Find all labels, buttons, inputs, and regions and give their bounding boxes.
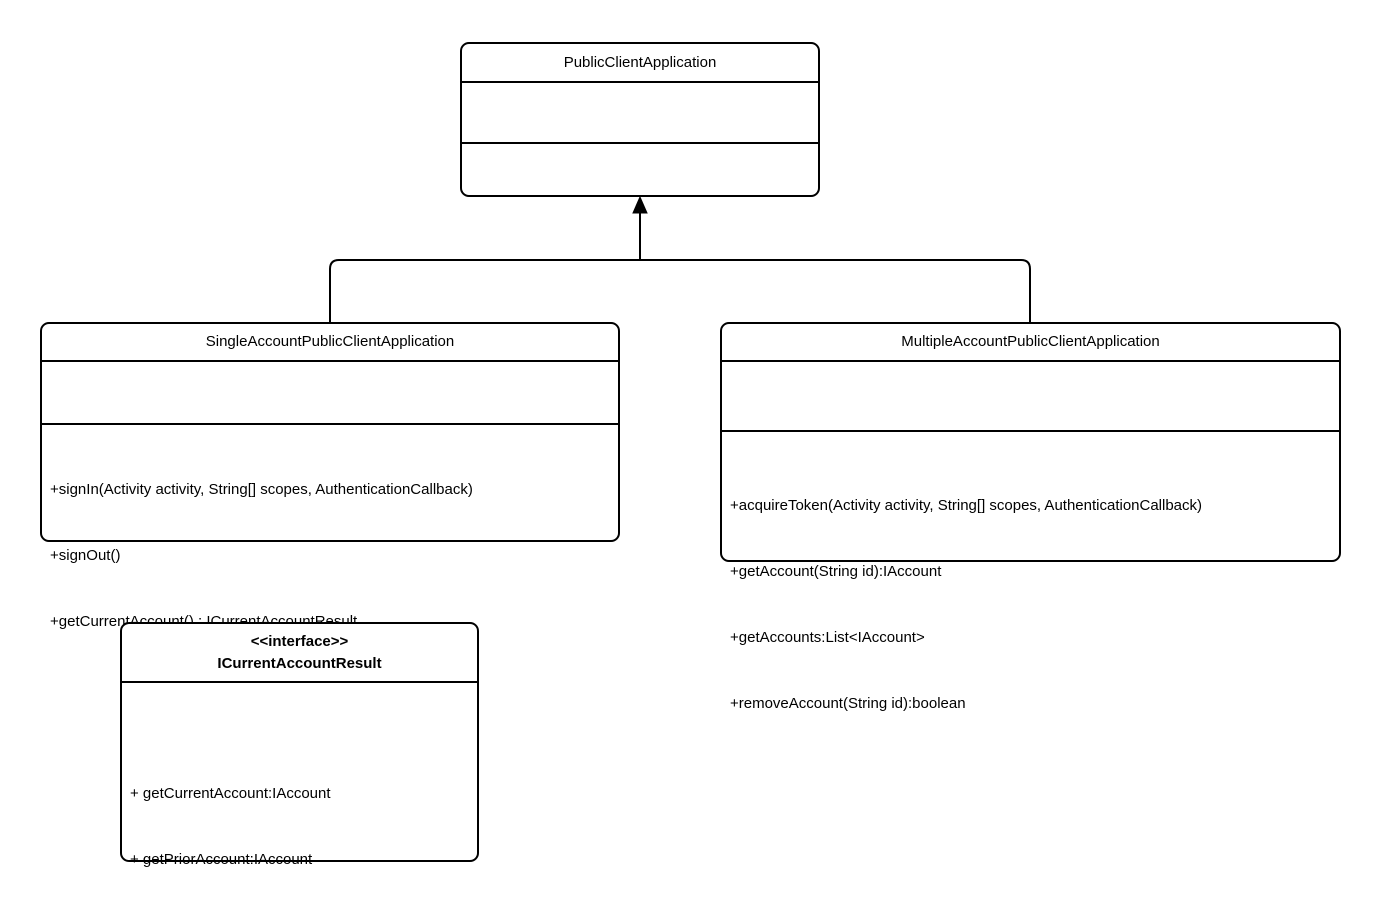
interface-stereotype: <<interface>> (250, 632, 349, 650)
fields-compartment (42, 360, 618, 423)
method-sign-out: +signOut() (50, 547, 121, 564)
class-title: PublicClientApplication (462, 44, 818, 81)
methods-compartment (462, 142, 818, 195)
interface-box-icurrent-account-result: <<interface>> ICurrentAccountResult + ge… (120, 622, 479, 868)
class-title: SingleAccountPublicClientApplication (42, 324, 618, 360)
methods-compartment: + getCurrentAccount:IAccount + getPriorA… (122, 681, 477, 903)
class-name: MultipleAccountPublicClientApplication (901, 333, 1160, 350)
interface-name: ICurrentAccountResult (217, 654, 382, 672)
method-get-prior-account: + getPriorAccount:IAccount (130, 851, 313, 868)
class-box-public-client-application: PublicClientApplication (460, 42, 820, 197)
class-title: MultipleAccountPublicClientApplication (722, 324, 1339, 360)
fields-compartment (462, 81, 818, 142)
class-name: SingleAccountPublicClientApplication (205, 333, 455, 350)
method-get-account: +getAccount(String id):IAccount (730, 563, 942, 580)
class-box-single-account-public-client-application: SingleAccountPublicClientApplication +si… (40, 322, 620, 630)
class-box-multiple-account-public-client-application: MultipleAccountPublicClientApplication +… (720, 322, 1341, 712)
fields-compartment (722, 360, 1339, 430)
class-name: PublicClientApplication (563, 53, 717, 71)
method-acquire-token: +acquireToken(Activity activity, String[… (730, 497, 1203, 514)
method-remove-account: +removeAccount(String id):boolean (730, 695, 966, 712)
method-sign-in: +signIn(Activity activity, String[] scop… (50, 481, 473, 498)
method-get-accounts: +getAccounts:List<IAccount> (730, 629, 925, 646)
inheritance-arrowhead-icon (632, 195, 648, 214)
connector-branch-line (329, 259, 1031, 322)
methods-compartment: +acquireToken(Activity activity, String[… (722, 430, 1339, 759)
method-get-current-account: + getCurrentAccount:IAccount (130, 785, 331, 802)
interface-title: <<interface>> ICurrentAccountResult (122, 624, 477, 681)
